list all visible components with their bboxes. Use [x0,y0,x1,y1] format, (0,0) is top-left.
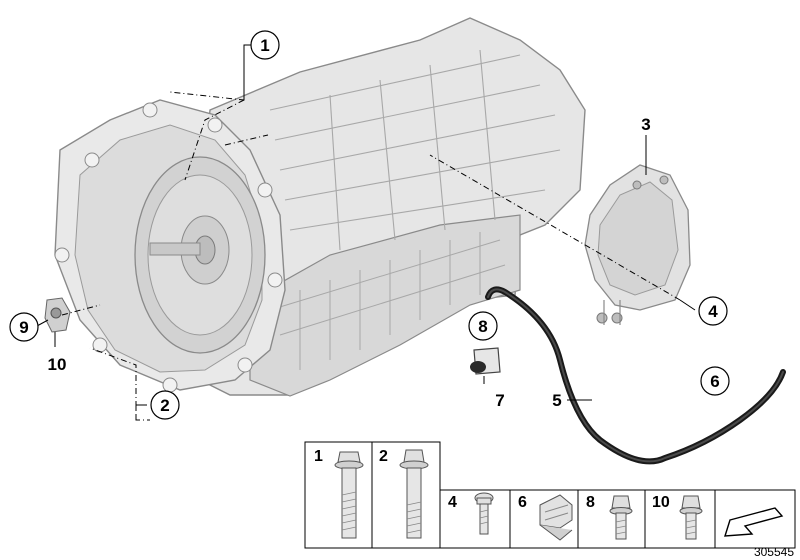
return-arrow-icon [724,507,784,537]
sensor-bracket [44,297,71,333]
vent-hose [485,286,786,465]
reference-number: 305545 [754,545,794,559]
callout-3-label: 3 [641,115,650,134]
callout-1: 1 [250,30,280,60]
screw-4-icon [474,492,494,535]
callout-5-label: 5 [552,391,561,410]
callout-9: 9 [9,312,39,342]
callout-4-label: 4 [708,302,718,321]
callout-10: 10 [48,355,67,374]
callout-9-label: 9 [19,318,28,337]
callout-3: 3 [641,115,650,134]
panel-label-2: 2 [379,448,388,465]
callout-6-label: 6 [710,372,719,391]
callout-2-label: 2 [160,396,169,415]
torque-converter [134,156,266,354]
parts-panel: 1 2 4 6 8 10 [304,441,796,549]
callout-10-label: 10 [48,355,67,374]
callout-1-label: 1 [260,36,269,55]
bolt-1-icon [334,451,364,539]
clip-6-icon [539,494,573,541]
callout-7: 7 [495,391,504,410]
callout-5: 5 [552,391,561,410]
panel-label-1: 1 [314,448,323,465]
bolt-8-icon [609,495,633,540]
callout-6: 6 [700,366,730,396]
callout-8-label: 8 [478,317,487,336]
panel-label-6: 6 [518,494,527,511]
panel-label-10: 10 [652,494,670,511]
panel-label-8: 8 [586,494,595,511]
callout-7-label: 7 [495,391,504,410]
bolt-10-icon [679,495,703,540]
callout-4: 4 [698,296,728,326]
hose-clip [470,347,501,375]
transmission-housing [54,17,586,397]
leader-lines [36,44,696,421]
bolt-2-icon [399,449,429,539]
callout-2: 2 [150,390,180,420]
mechatronic-unit [584,164,691,325]
panel-label-4: 4 [448,494,457,511]
callout-8: 8 [468,311,498,341]
